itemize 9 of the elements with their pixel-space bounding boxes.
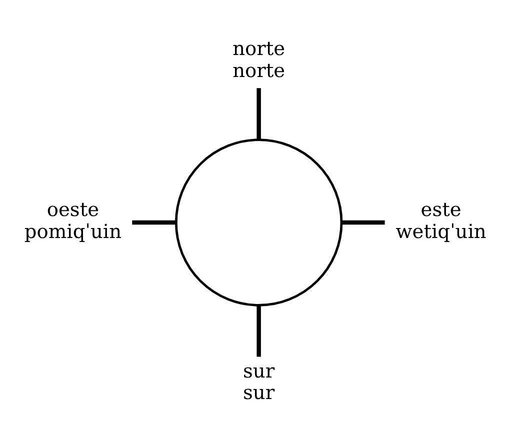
- node-circle: [174, 138, 342, 306]
- connector: [341, 220, 384, 225]
- node-text: norte norte: [232, 37, 285, 82]
- node-text: sur sur: [242, 359, 274, 404]
- connector: [256, 305, 260, 357]
- connector: [256, 88, 260, 140]
- node-text: este wetiqˈuin: [395, 198, 486, 243]
- node-text: oeste pomiqˈuin: [24, 198, 122, 243]
- connector: [132, 220, 176, 225]
